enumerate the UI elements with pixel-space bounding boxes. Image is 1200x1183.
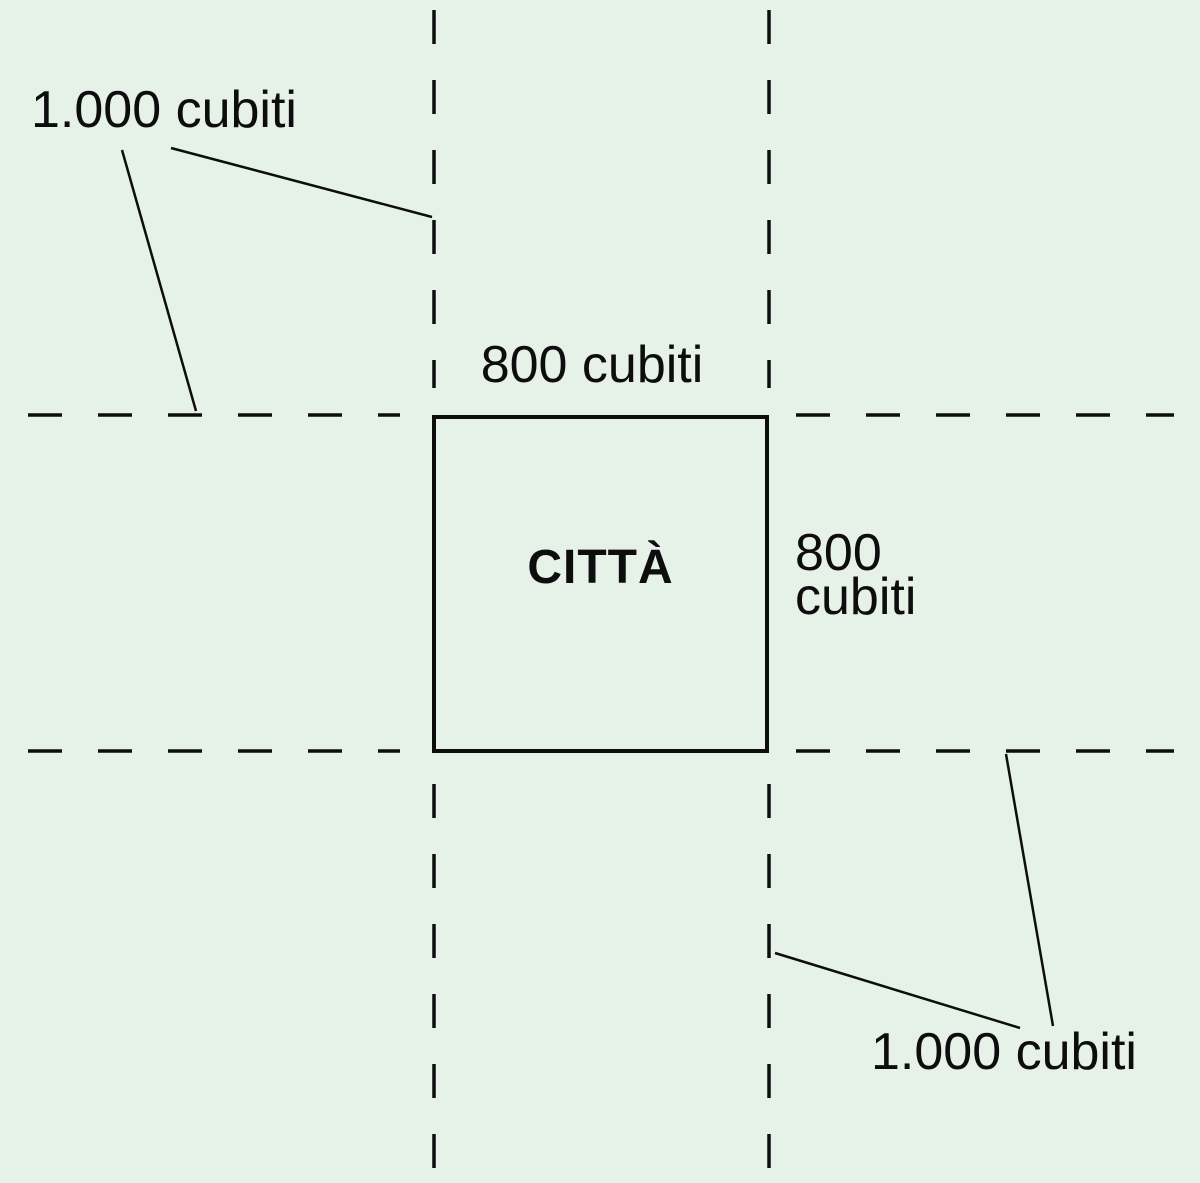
label-city-height-right-unit: cubiti <box>795 568 917 626</box>
label-pasture-top-left: 1.000 cubiti <box>31 81 297 139</box>
label-city-height-right: 800 cubiti <box>795 524 917 626</box>
leader-line-bottom-right-to-vertical-line <box>774 951 1021 1030</box>
label-city-width-top: 800 cubiti <box>480 336 704 394</box>
city-square <box>432 415 769 753</box>
leader-line-top-left-to-horizontal-line <box>120 149 198 412</box>
label-pasture-bottom-right: 1.000 cubiti <box>871 1023 1137 1081</box>
city-title: CITTÀ <box>527 541 674 594</box>
leader-line-bottom-right-to-horizontal-line <box>1004 753 1055 1027</box>
leader-line-top-left-to-vertical-line <box>170 146 433 219</box>
label-city-height-right-value: 800 <box>795 524 882 582</box>
